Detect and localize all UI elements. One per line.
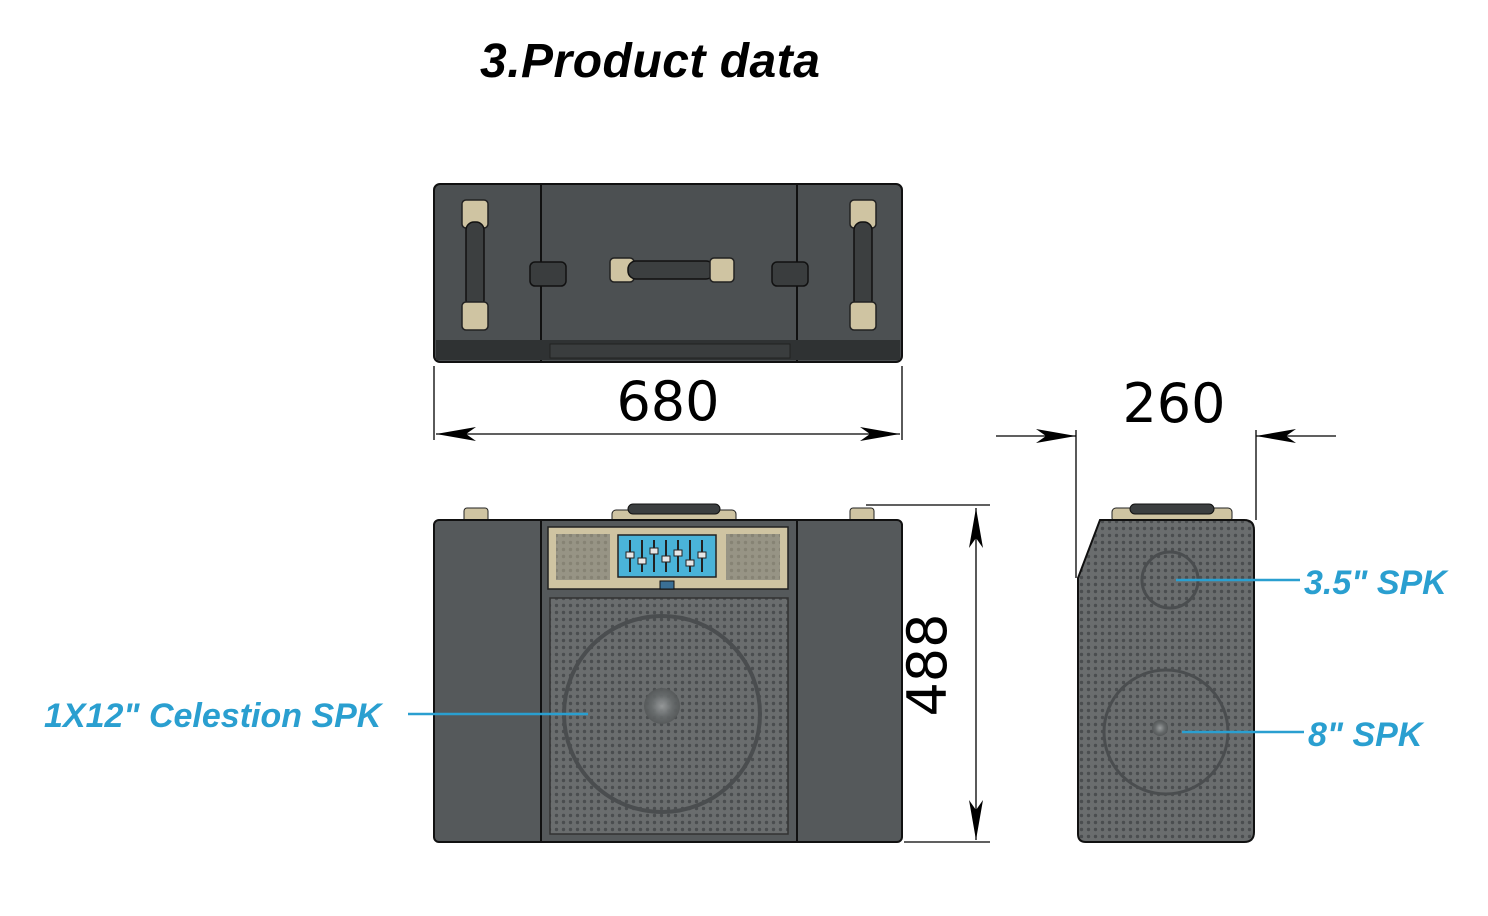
- height-value: 488: [896, 613, 959, 716]
- latch-right: [771, 261, 809, 287]
- callout-mid: 8" SPK: [1182, 716, 1425, 754]
- latch-left: [529, 261, 567, 287]
- callout-mid-label: 8" SPK: [1308, 716, 1425, 754]
- callout-woofer: 1X12" Celestion SPK: [44, 697, 588, 735]
- depth-value: 260: [1122, 372, 1225, 435]
- side-handle-left: [461, 199, 489, 331]
- height-dimension: 488: [866, 504, 990, 843]
- side-handle-right: [849, 199, 877, 331]
- top-view: [433, 183, 903, 363]
- control-panel: [547, 526, 789, 590]
- front-view: [433, 503, 903, 843]
- callout-tweeter-label: 3.5" SPK: [1304, 564, 1449, 602]
- width-dimension: 680: [433, 366, 903, 441]
- depth-dimension: 260: [996, 372, 1336, 578]
- side-view: [1077, 503, 1255, 843]
- callout-woofer-label: 1X12" Celestion SPK: [44, 697, 384, 735]
- page-title: 3.Product data: [480, 35, 821, 88]
- width-value: 680: [616, 370, 719, 433]
- top-handle: [609, 257, 735, 283]
- callout-tweeter: 3.5" SPK: [1176, 564, 1449, 602]
